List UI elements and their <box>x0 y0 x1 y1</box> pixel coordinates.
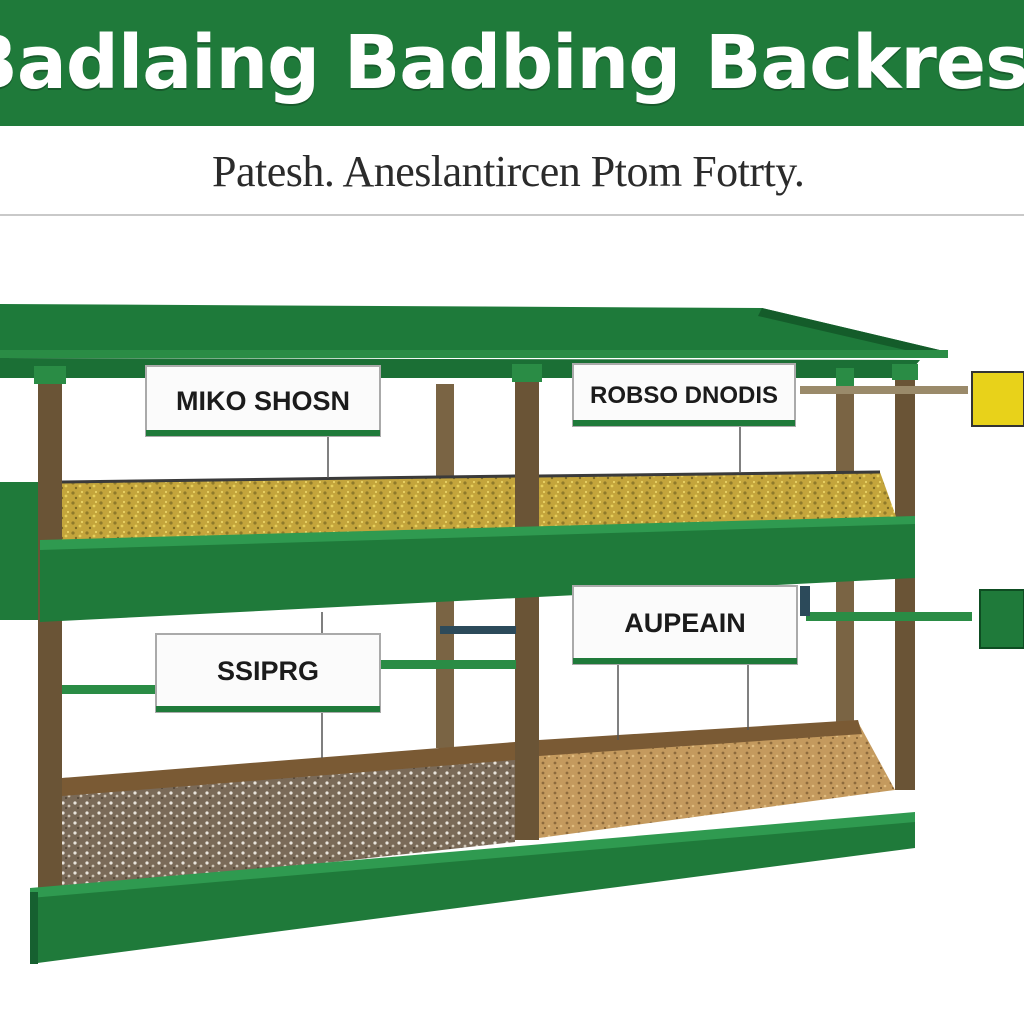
base-platform <box>30 812 915 964</box>
lower-right-grain-bin <box>539 722 895 838</box>
lower-left-gravel-bin <box>62 758 515 892</box>
sign-bottom-right-label: AUPEAIN <box>624 608 746 638</box>
post-center <box>515 370 539 840</box>
page-title: Badlaing Badbing Backrest <box>0 20 1024 106</box>
side-rails <box>62 386 972 694</box>
sign-top-right: ROBSO DNODIS <box>572 363 796 427</box>
title-banner: Badlaing Badbing Backrest <box>0 0 1024 126</box>
sign-bottom-left: SSIPRG <box>155 633 381 713</box>
sign-bottom-left-label: SSIPRG <box>217 656 319 686</box>
upper-right-grain-bin <box>539 472 898 530</box>
middle-shelf <box>40 516 915 622</box>
sign-bottom-right: AUPEAIN <box>572 585 798 665</box>
subtitle-row <box>0 126 1024 216</box>
support-posts <box>34 364 918 892</box>
post-left <box>38 370 62 892</box>
post-right <box>895 370 915 790</box>
sign-top-left-label: MIKO SHOSN <box>176 386 350 416</box>
yellow-accent-box <box>971 371 1024 427</box>
sign-top-right-label: ROBSO DNODIS <box>590 382 778 409</box>
left-side-panel <box>0 482 40 620</box>
roof <box>0 304 948 378</box>
green-accent-box <box>979 589 1024 649</box>
page-subtitle: Patesh. Aneslantircen Ptom Fotrty. <box>212 147 805 196</box>
sign-top-left: MIKO SHOSN <box>145 365 381 437</box>
